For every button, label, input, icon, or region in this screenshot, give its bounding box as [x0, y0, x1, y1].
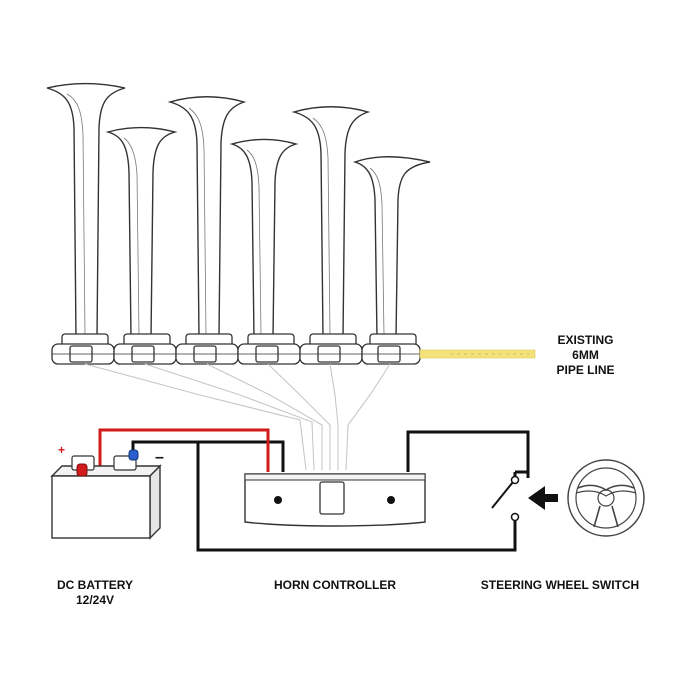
positive-sign: + [58, 443, 66, 457]
pipe-line-label-line-1: EXISTING [557, 333, 614, 347]
valve-block-4 [237, 333, 301, 365]
steering-switch-label: STEERING WHEEL SWITCH [480, 578, 640, 592]
battery [50, 449, 162, 540]
trumpet-6 [352, 156, 431, 339]
valve-block-1 [51, 333, 115, 365]
pipe-line-label-line-2: 6MM [572, 348, 599, 362]
negative-sign: – [155, 449, 164, 466]
steering-switch [491, 470, 530, 522]
air-hoses [84, 363, 391, 471]
battery-label: DC BATTERY 12/24V [40, 578, 150, 608]
pipe-line-label-line-3: PIPE LINE [556, 363, 615, 377]
valve-block-5 [299, 333, 363, 365]
mount-hole-left [274, 496, 282, 504]
positive-wire [98, 428, 270, 472]
horn-controller [244, 473, 426, 527]
trumpet-3 [167, 96, 247, 339]
valve-block-2 [113, 333, 177, 365]
valve-block-6 [361, 333, 421, 365]
battery-label-line-1: DC BATTERY [57, 578, 133, 592]
mount-hole-right [387, 496, 395, 504]
trumpet-5 [291, 106, 371, 339]
battery-negative-terminal [128, 449, 139, 461]
arrow-icon [528, 486, 558, 510]
valve-block-3 [175, 333, 239, 365]
trumpet-4 [229, 138, 299, 339]
switch-wire [406, 430, 530, 472]
horn-controller-label: HORN CONTROLLER [274, 578, 396, 592]
trumpet-1 [46, 82, 126, 339]
battery-label-line-2: 12/24V [75, 593, 115, 607]
battery-positive-terminal [76, 463, 88, 477]
negative-wiring [131, 440, 517, 552]
trumpet-2 [105, 126, 178, 339]
existing-pipe-line [419, 349, 536, 359]
steering-wheel-icon [567, 459, 645, 537]
pipe-line-label: EXISTING 6MM PIPE LINE [538, 333, 633, 378]
